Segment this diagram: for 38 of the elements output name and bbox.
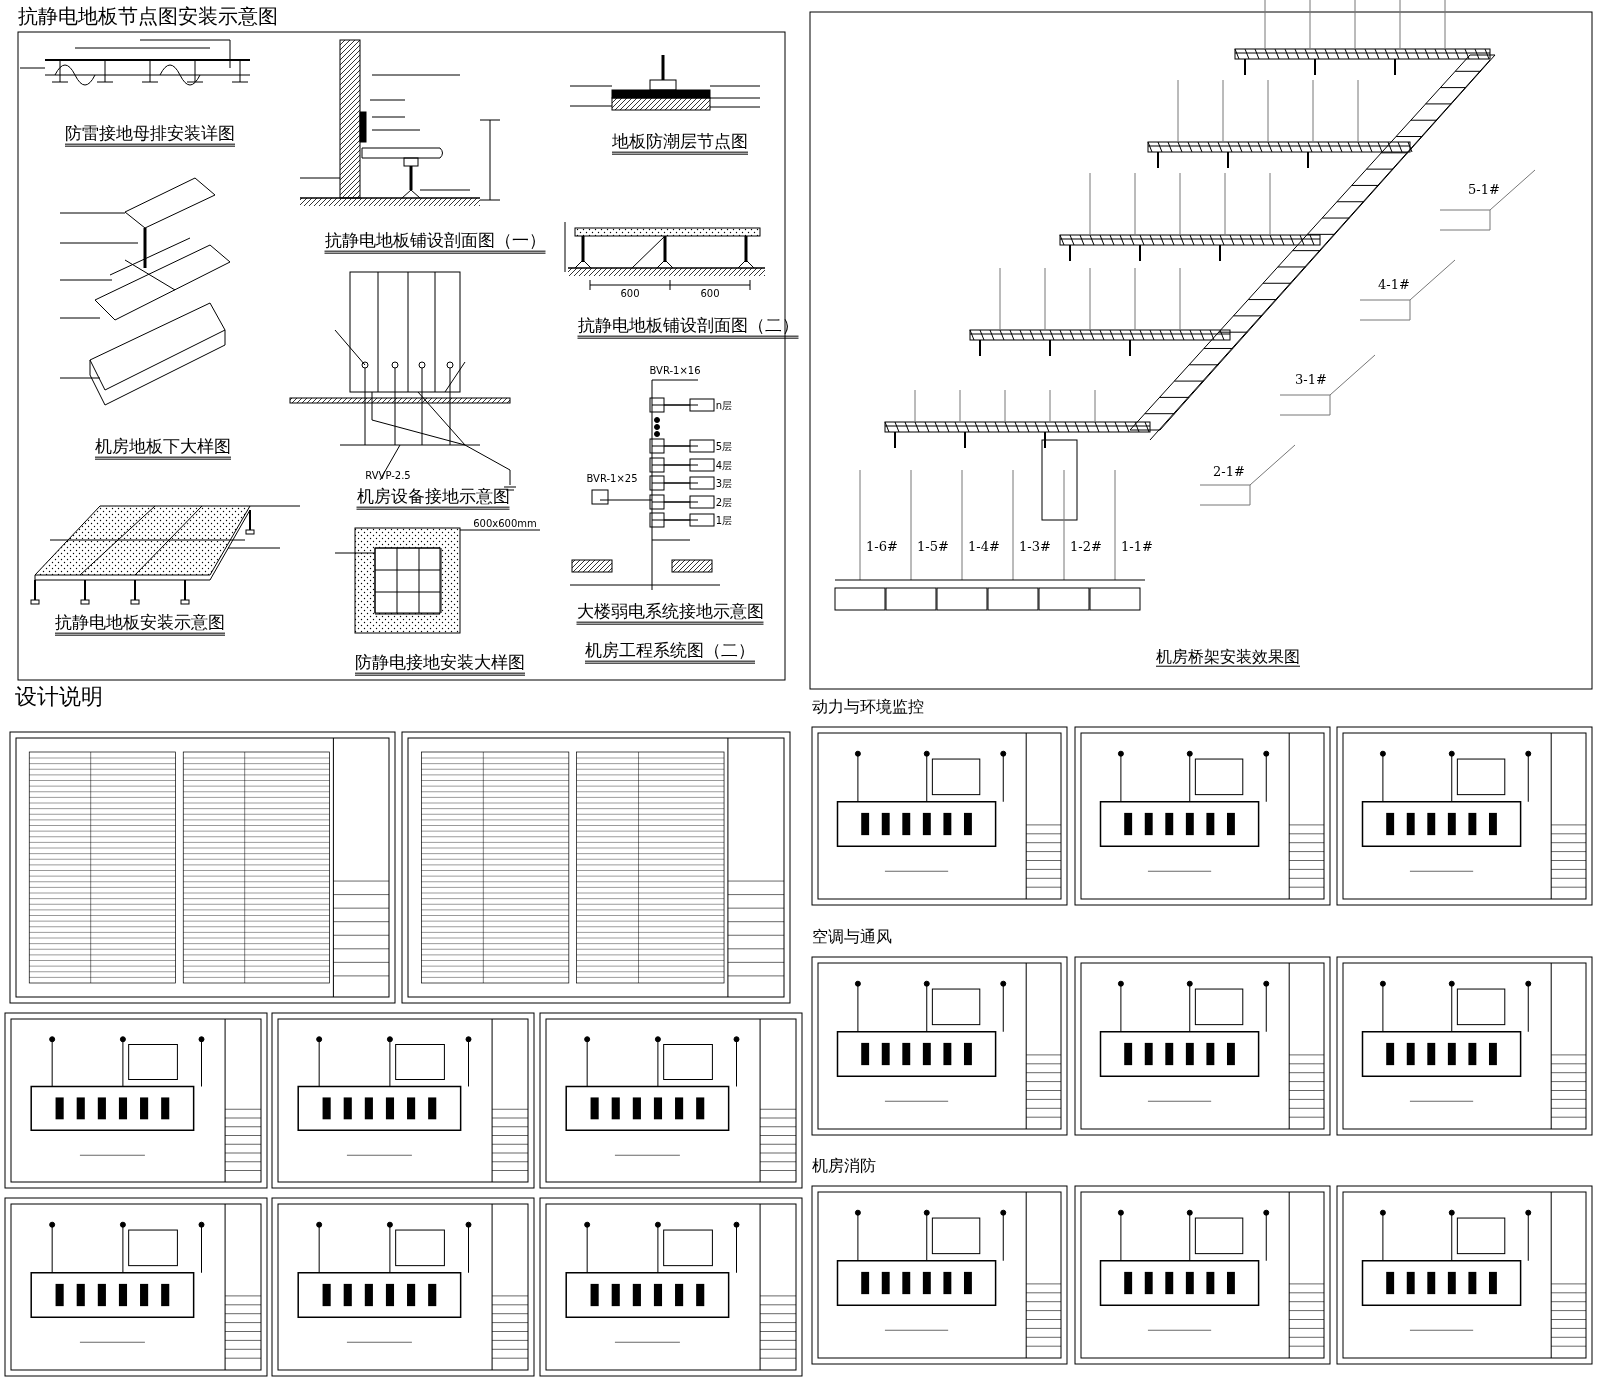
rack-number: 2-1# [1213,464,1245,480]
page-title: 抗静电地板节点图安装示意图 [18,5,278,27]
dimension-label: RVVP-2.5 [365,469,411,481]
drawing-title: 地板防潮层节点图 [612,131,748,155]
section-heading: 空调与通风 [812,928,892,946]
dimension-label: 1层 [715,514,733,526]
rack-number: 1-5# [917,539,949,555]
drawing-title: 机房地板下大样图 [95,436,231,460]
rack-number: 4-1# [1378,277,1410,293]
drawing-title: 大楼弱电系统接地示意图 [576,601,764,625]
drawing-title: 机房工程系统图（二） [585,640,755,664]
rack-number: 1-2# [1070,539,1102,555]
dimension-label: 600 [700,287,720,299]
drawing-title: 抗静电地板铺设剖面图（一） [324,230,546,254]
section-heading: 动力与环境监控 [812,698,924,716]
rack-number: 5-1# [1468,182,1500,198]
rack-number: 1-4# [968,539,1000,555]
drawing-title: 抗静电地板安装示意图 [55,612,225,636]
drawing-title: 防雷接地母排安装详图 [65,123,235,147]
dimension-label: BVR-1×16 [649,364,701,376]
drawing-title: 抗静电地板铺设剖面图（二） [577,315,799,339]
drawing-title: 机房桥架安装效果图 [1156,647,1300,667]
dimension-label: BVR-1×25 [586,472,638,484]
section-heading: 设计说明 [15,685,103,710]
rack-number: 1-3# [1019,539,1051,555]
dimension-label: 600x600mm [473,517,537,529]
dimension-label: n层 [715,399,733,411]
dimension-label: 5层 [715,440,733,452]
dimension-label: 600 [620,287,640,299]
dimension-label: 2层 [715,496,733,508]
drawing-title: 防静电接地安装大样图 [355,652,525,676]
section-heading: 机房消防 [812,1157,876,1175]
drawing-title: 机房设备接地示意图 [356,486,510,510]
rack-number: 3-1# [1295,372,1327,388]
dimension-label: 4层 [715,459,733,471]
rack-number: 1-1# [1121,539,1153,555]
rack-number: 1-6# [866,539,898,555]
dimension-label: 3层 [715,477,733,489]
